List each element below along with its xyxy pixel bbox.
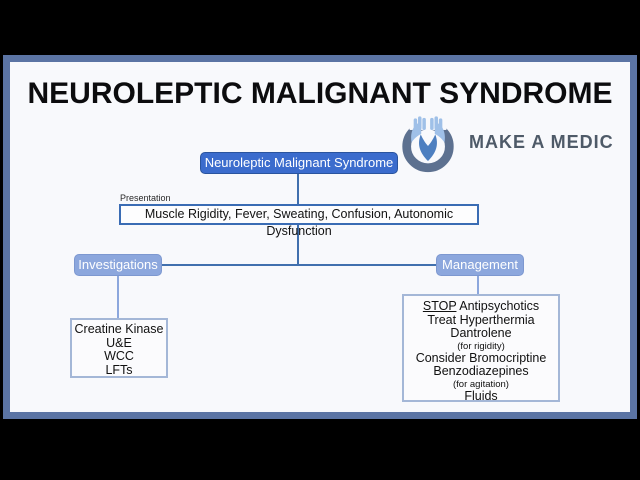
presentation-label: Presentation (120, 193, 171, 203)
management-item-note: (for agitation) (453, 378, 509, 390)
connector-presentation-to-branches (297, 225, 299, 265)
stop-word: STOP (422, 299, 457, 313)
connector-investigations-drop (117, 276, 119, 318)
node-investigations: Investigations (74, 254, 162, 276)
stop-rest: Antipsychotics (456, 299, 540, 313)
make-a-medic-logo-icon (402, 115, 454, 173)
connector-management-drop (477, 276, 479, 294)
connector-root-to-presentation (297, 174, 299, 205)
connector-branch-horizontal (160, 264, 438, 266)
management-item: Benzodiazepines (433, 364, 529, 378)
management-item: Consider Bromocriptine (415, 350, 547, 365)
management-item: STOP Antipsychotics (404, 299, 558, 314)
investigations-box: Creatine Kinase U&E WCC LFTs (70, 318, 168, 378)
investigation-item: U&E (106, 335, 132, 350)
management-item-note: (for rigidity) (457, 340, 505, 352)
management-item: Treat Hyperthermia (427, 312, 535, 327)
management-item: Fluids (464, 388, 498, 403)
investigation-item: Creatine Kinase (74, 322, 164, 336)
node-root: Neuroleptic Malignant Syndrome (200, 152, 398, 174)
make-a-medic-logo-text: MAKE A MEDIC (469, 132, 614, 152)
management-box: STOP Antipsychotics Treat Hyperthermia D… (402, 294, 560, 402)
node-management: Management (436, 254, 524, 276)
page-title: NEUROLEPTIC MALIGNANT SYNDROME (27, 77, 613, 110)
management-item: Dantrolene (450, 326, 512, 340)
presentation-box: Muscle Rigidity, Fever, Sweating, Confus… (119, 204, 479, 238)
investigation-item: WCC (104, 349, 134, 363)
investigation-item: LFTs (105, 362, 133, 377)
